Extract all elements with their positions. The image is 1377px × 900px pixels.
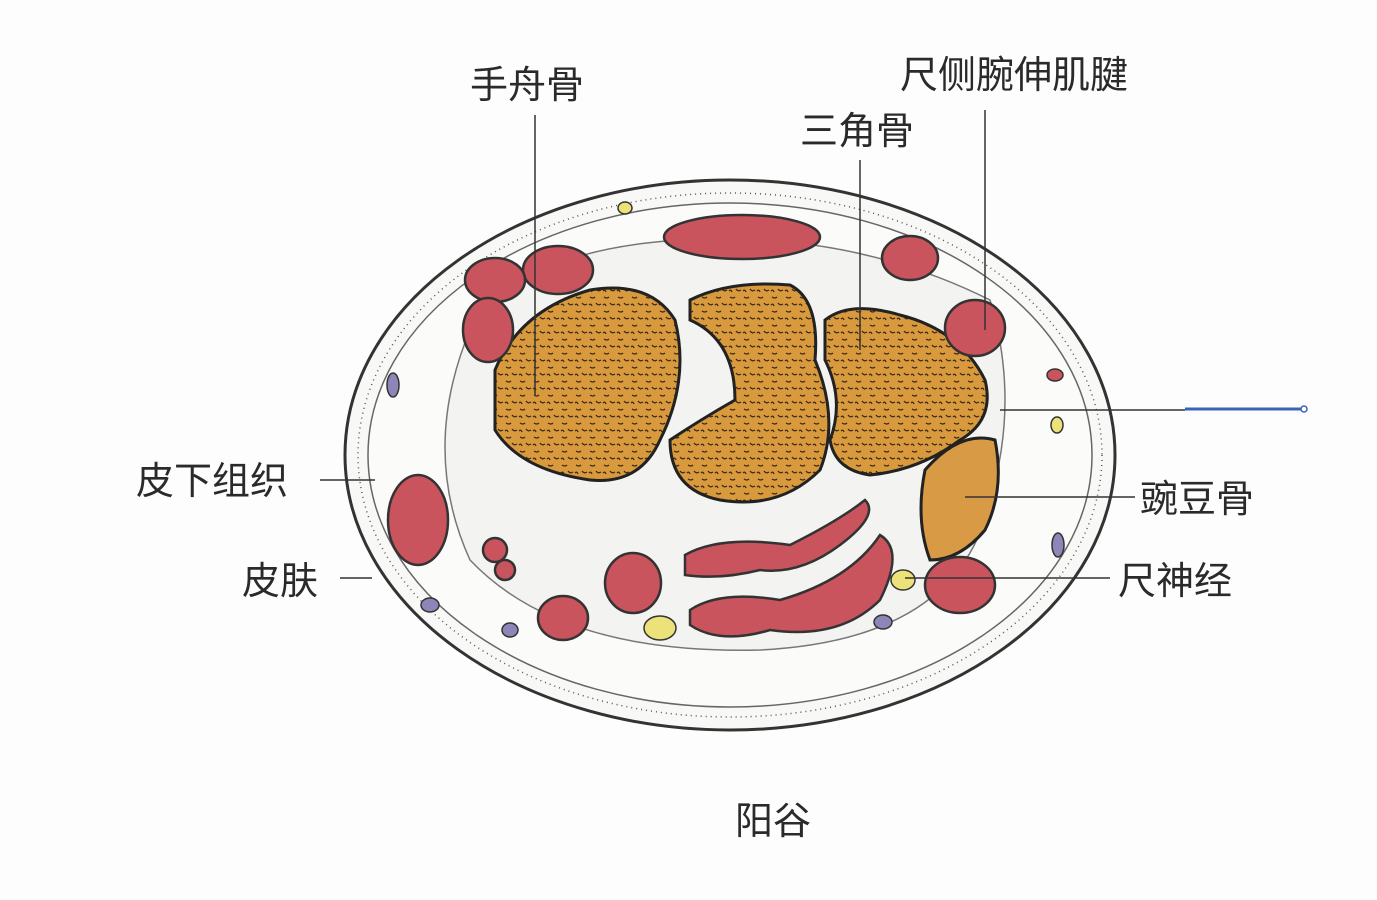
ecu-tendon [943, 298, 1007, 358]
leader-lines [320, 110, 1185, 579]
nerve [1050, 416, 1064, 434]
nerves-veins [386, 201, 1065, 641]
scaphoid-bone [493, 286, 682, 482]
nerve [617, 201, 633, 215]
vein [1051, 532, 1065, 558]
tendon [463, 256, 527, 304]
triquetrum-bone [823, 307, 989, 477]
tendon [603, 551, 663, 615]
flexor-tendon [688, 533, 894, 638]
label-subcutaneous: 皮下组织 [136, 459, 289, 503]
tendon [386, 473, 450, 567]
flexor-tendon [683, 498, 871, 578]
tendon [662, 213, 822, 261]
label-ecu-tendon: 尺侧腕伸肌腱 [900, 53, 1129, 97]
label-pisiform: 豌豆骨 [1140, 477, 1255, 521]
vein [1046, 368, 1064, 382]
label-ulnar-nerve: 尺神经 [1118, 559, 1233, 603]
tendon [493, 558, 517, 582]
pisiform-bone [919, 436, 1000, 562]
tendon [923, 555, 997, 615]
tendon [880, 234, 940, 282]
tendon [536, 594, 590, 642]
tendon [521, 244, 595, 296]
label-triquetrum: 三角骨 [800, 109, 915, 153]
figure-title: 阳谷 [735, 799, 812, 843]
vein [386, 372, 400, 398]
tendons [386, 213, 1007, 642]
tendon [481, 536, 509, 564]
vein [873, 614, 893, 630]
vein [420, 597, 440, 613]
label-scaphoid: 手舟骨 [470, 63, 585, 107]
label-skin: 皮肤 [242, 559, 319, 603]
vein [501, 622, 519, 638]
lunate-bone [668, 282, 831, 504]
ulnar-nerve [890, 569, 916, 591]
nerve [643, 615, 677, 641]
tendon [461, 296, 515, 364]
